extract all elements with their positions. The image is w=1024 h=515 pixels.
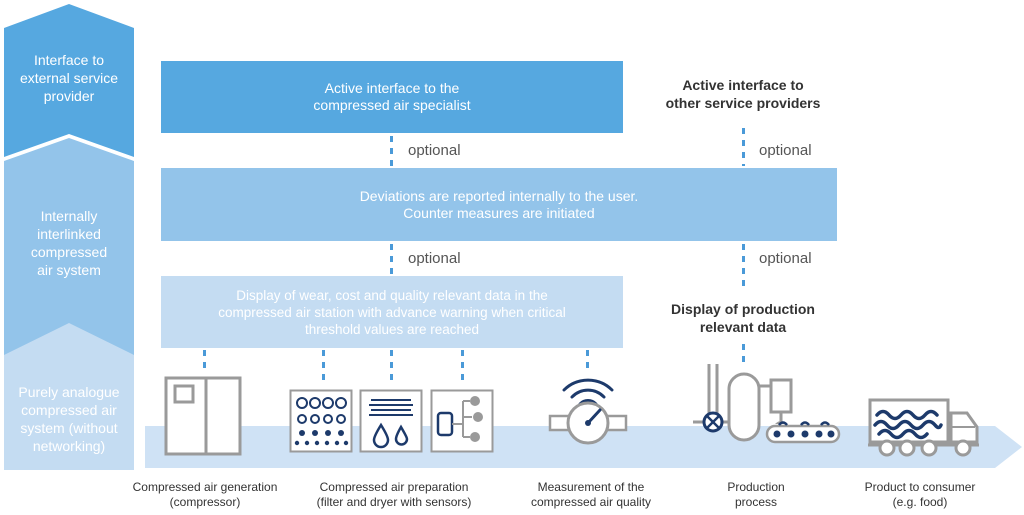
caption-consumer-line-1: Product to consumer — [864, 480, 976, 494]
connector-filter — [322, 350, 325, 386]
caption-production-line-2: process — [734, 495, 778, 509]
caption-preparation: Compressed air preparation (filter and d… — [294, 480, 494, 510]
pressure-gauge-icon — [548, 378, 628, 445]
delivery-truck-icon — [868, 398, 979, 457]
caption-measurement-line-1: Measurement of the — [537, 480, 645, 494]
level-label-external: Interface to external service provider — [19, 52, 119, 104]
caption-consumer-line-2: (e.g. food) — [892, 495, 948, 509]
display-data-line-1: Display of wear, cost and quality releva… — [236, 287, 548, 303]
connector-production-mid — [742, 244, 745, 288]
caption-measurement-line-2: compressed air quality — [530, 495, 652, 509]
compressor-icon — [164, 376, 242, 456]
production-data-line-1: Display of production — [671, 301, 815, 317]
production-data-line-2: relevant data — [699, 319, 787, 335]
level-label-analogue: Purely analogue compressed air system (w… — [18, 384, 120, 454]
production-process-icon — [693, 364, 841, 444]
optional-label-2: optional — [759, 142, 812, 159]
deviations-line-2: Counter measures are initiated — [403, 204, 595, 221]
caption-compressor-line-2: (compressor) — [169, 495, 241, 509]
connector-dryer — [390, 350, 393, 386]
production-data-heading: Display of production relevant data — [640, 300, 846, 336]
connector-sensor — [461, 350, 464, 386]
connector-deviations-display — [390, 244, 393, 274]
level-chevrons — [4, 4, 134, 470]
optional-label-1: optional — [408, 142, 461, 159]
level-chevron-middle — [4, 138, 134, 358]
connector-production-bottom — [742, 344, 745, 366]
level-chevron-top — [4, 4, 134, 157]
connector-other-providers — [742, 128, 745, 166]
caption-consumer: Product to consumer (e.g. food) — [840, 480, 1000, 510]
caption-preparation-line-1: Compressed air preparation — [319, 480, 469, 494]
specialist-line-1: Active interface to the — [324, 80, 460, 96]
other-providers-heading: Active interface to other service provid… — [640, 76, 846, 112]
display-data-line-3: threshold values are reached — [304, 321, 480, 337]
connector-compressor — [203, 350, 206, 372]
connector-gauge — [586, 350, 589, 370]
level-chevron-bottom — [4, 323, 134, 470]
deviations-box: Deviations are reported internally to th… — [161, 168, 837, 241]
caption-preparation-line-2: (filter and dryer with sensors) — [316, 495, 472, 509]
specialist-interface-box: Active interface to the compressed air s… — [161, 61, 623, 133]
deviations-line-1: Deviations are reported internally to th… — [359, 187, 639, 204]
optional-label-3: optional — [408, 250, 461, 267]
display-data-line-2: compressed air station with advance warn… — [218, 304, 566, 320]
caption-measurement: Measurement of the compressed air qualit… — [496, 480, 686, 510]
sensor-network-icon — [430, 389, 494, 453]
caption-compressor-line-1: Compressed air generation — [132, 480, 278, 494]
connector-specialist-deviations — [390, 136, 393, 166]
caption-compressor: Compressed air generation (compressor) — [110, 480, 300, 510]
other-providers-line-1: Active interface to — [682, 77, 804, 93]
caption-production: Production process — [696, 480, 816, 510]
display-data-box: Display of wear, cost and quality releva… — [161, 276, 623, 348]
caption-production-line-1: Production — [727, 480, 785, 494]
dryer-icon — [359, 389, 423, 453]
level-label-internal: Internally interlinked compressed air sy… — [30, 208, 108, 278]
specialist-line-2: compressed air specialist — [313, 97, 471, 113]
other-providers-line-2: other service providers — [665, 95, 821, 111]
optional-label-4: optional — [759, 250, 812, 267]
filter-icon — [289, 389, 353, 453]
